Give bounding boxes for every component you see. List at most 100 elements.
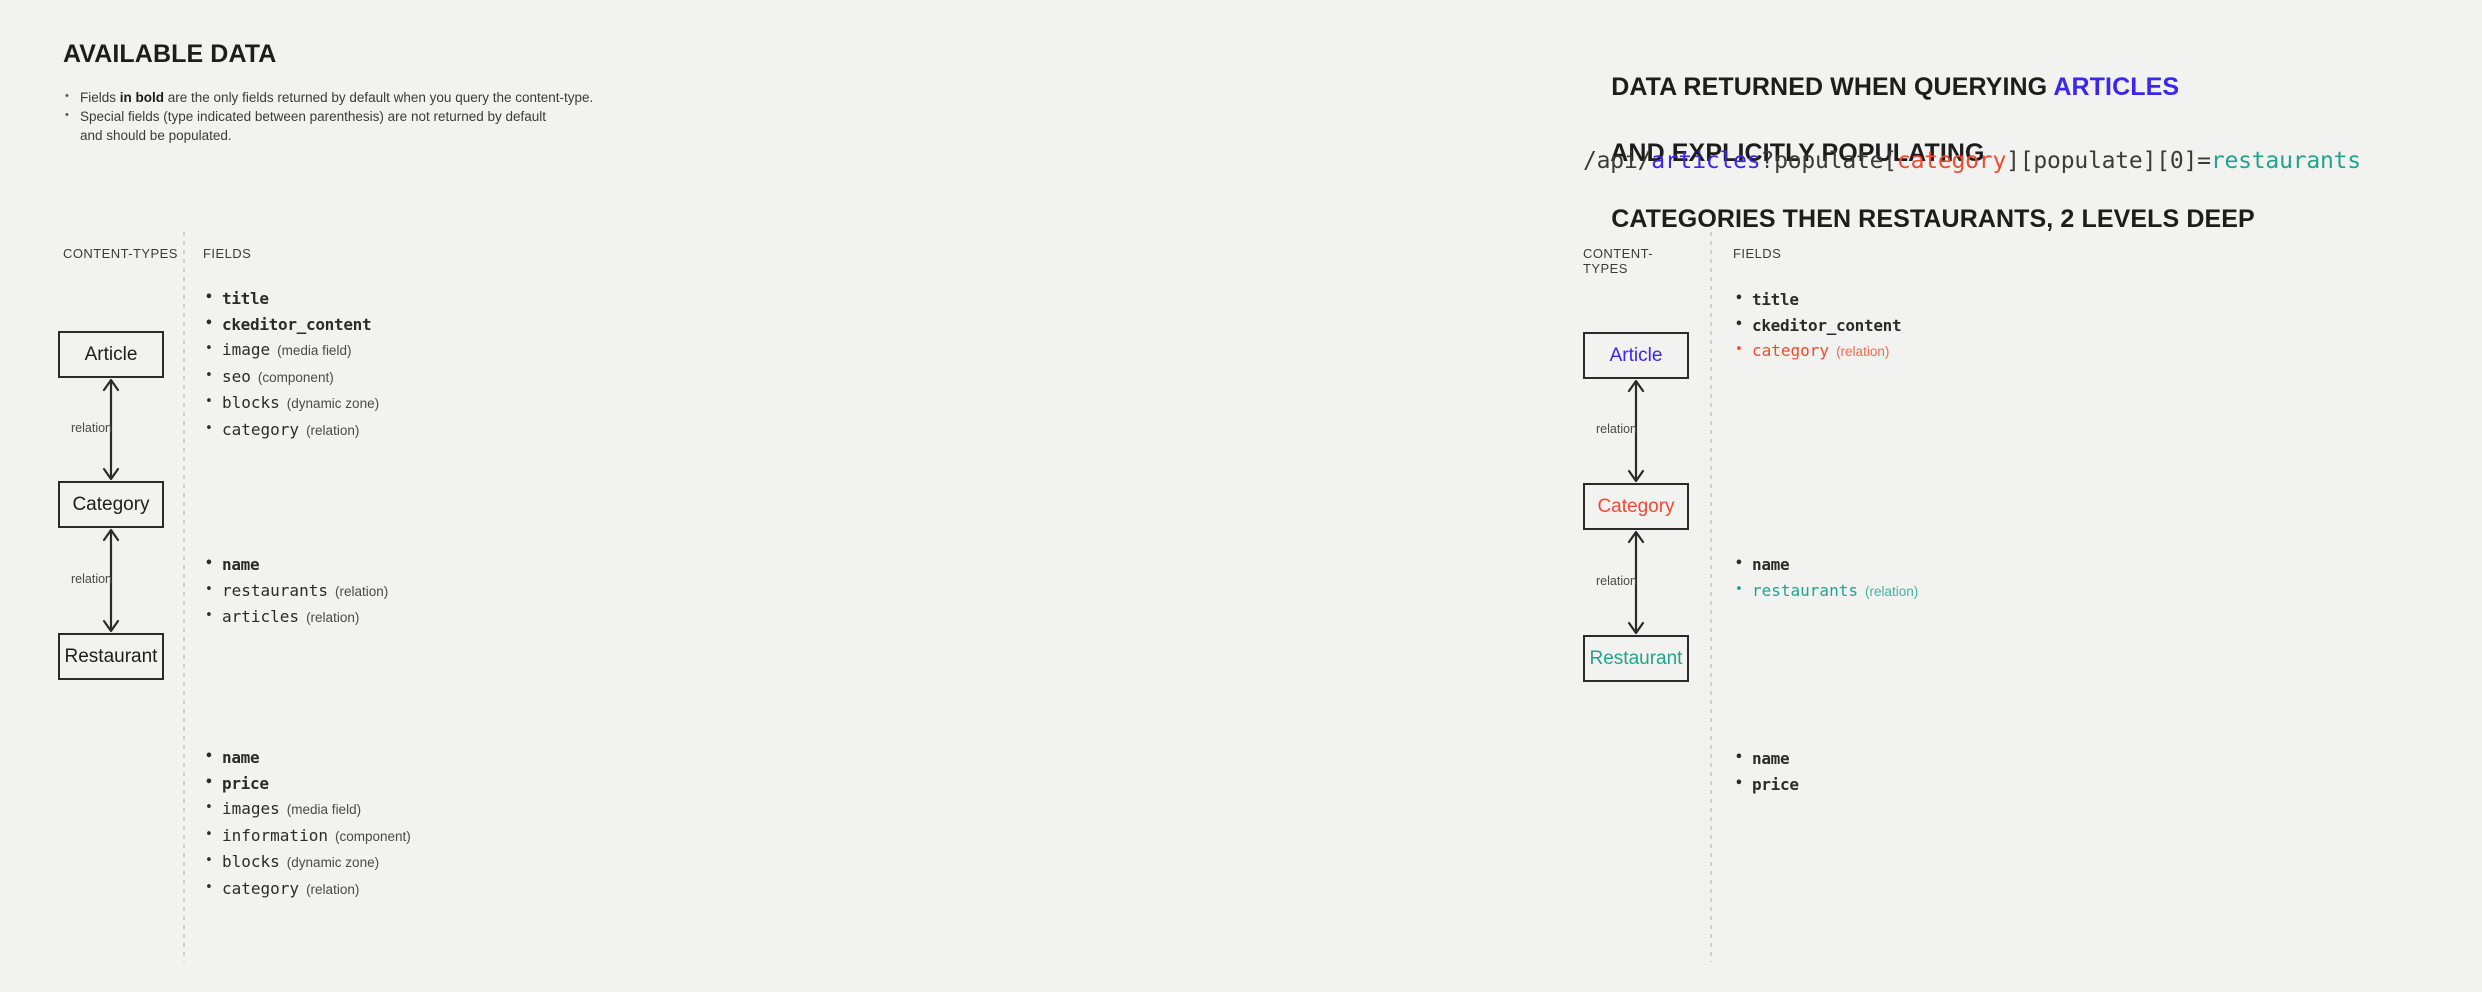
panel-query-articles: DATA RETURNED WHEN QUERYING ARTICLES AND… xyxy=(855,0,2361,992)
field-list-category: namerestaurants (relation) articles (relati… xyxy=(203,551,389,631)
field-name: ckeditor_content xyxy=(222,314,372,334)
entity-box-category[interactable]: Category xyxy=(1583,483,1689,530)
heading-highlight-articles: ARTICLES xyxy=(2053,73,2180,101)
field-name: articles xyxy=(222,607,300,626)
column-header-content-types: CONTENT-TYPES xyxy=(63,246,178,261)
field-name: title xyxy=(1752,290,1799,309)
entity-box-restaurant[interactable]: Restaurant xyxy=(58,633,164,680)
relation-arrow xyxy=(1624,379,1648,483)
field-name: blocks xyxy=(222,393,280,412)
field-name: price xyxy=(222,773,269,793)
url-segment-3: category xyxy=(1896,148,2007,174)
relation-label: relation xyxy=(1596,422,1637,436)
url-segment-0: /api/ xyxy=(1583,148,1652,174)
field-name: name xyxy=(222,748,260,767)
field-item: image(media field) xyxy=(203,336,379,364)
field-name: restaurants xyxy=(1752,580,1858,600)
field-item: blocks (dynamic zone) xyxy=(203,848,411,876)
column-divider xyxy=(1710,232,1712,962)
field-name: price xyxy=(1752,774,1799,794)
field-type: (media field) xyxy=(286,802,362,817)
entity-box-restaurant[interactable]: Restaurant xyxy=(1583,635,1689,682)
field-type: (relation) xyxy=(306,422,360,438)
url-segment-2: ?populate[ xyxy=(1760,148,1897,174)
field-name: category xyxy=(222,878,300,898)
legend-note-bold: Fields in bold are the only fields retur… xyxy=(63,87,683,107)
relation-label: relation xyxy=(71,420,112,435)
field-item: seo (component) xyxy=(203,363,379,391)
legend-note-special: Special fields (type indicated between p… xyxy=(63,106,683,145)
field-item: price xyxy=(1733,771,1799,798)
field-name: seo xyxy=(222,366,251,386)
panel-query-categories: DATA RETURNED WHEN QUERYING CATEGORIES A… xyxy=(1620,0,2482,992)
field-item: title xyxy=(203,285,379,312)
field-name: name xyxy=(1752,749,1790,768)
legend-notes: Fields in bold are the only fields retur… xyxy=(63,87,683,145)
field-type: (dynamic zone) xyxy=(286,396,380,411)
column-header-fields: FIELDS xyxy=(1733,246,1782,261)
url-segment-5: restaurants xyxy=(2210,148,2361,174)
heading-line-2: AND EXPLICITLY POPULATING xyxy=(1610,139,1985,167)
legend-bold-term: in bold xyxy=(119,90,165,105)
relation-arrow xyxy=(99,378,123,481)
field-name: restaurants xyxy=(222,580,328,600)
field-item: name xyxy=(203,744,411,771)
column-divider xyxy=(183,232,185,962)
panel-available-data: AVAILABLE DATA Fields in bold are the on… xyxy=(0,0,855,992)
field-item: category(relation) xyxy=(203,416,379,444)
entity-label: Restaurant xyxy=(64,645,158,667)
field-type: (relation) xyxy=(1864,583,1919,599)
field-name: blocks xyxy=(222,852,280,871)
field-name: ckeditor_content xyxy=(1752,315,1902,335)
entity-box-article[interactable]: Article xyxy=(1583,332,1689,379)
entity-label: Article xyxy=(1609,344,1663,366)
relation-label: relation xyxy=(71,571,112,586)
relation-label: relation xyxy=(1596,573,1637,588)
entity-label: Article xyxy=(84,343,138,365)
field-list-category: name restaurants (relation) xyxy=(1733,551,1919,605)
field-item: name xyxy=(1733,745,1799,772)
entity-label: Category xyxy=(1597,495,1675,517)
field-type: (dynamic zone) xyxy=(286,855,380,870)
field-type: (relation) xyxy=(306,881,360,897)
field-item: title xyxy=(1733,286,1901,313)
field-list-restaurant: name priceimages(media field)information (… xyxy=(203,744,411,902)
field-name: title xyxy=(222,289,269,308)
page-title: DATA RETURNED WHEN QUERYING ARTICLES AND… xyxy=(1583,38,2255,269)
field-item: blocks (dynamic zone) xyxy=(203,389,380,417)
field-type: (relation) xyxy=(1836,344,1890,359)
field-name: information xyxy=(222,825,328,845)
field-type: (component) xyxy=(334,828,411,844)
field-item: information (component) xyxy=(203,822,411,850)
column-header-fields: FIELDS xyxy=(203,246,252,261)
column-header-content-types: CONTENT-TYPES xyxy=(1583,246,1654,276)
field-list-restaurant: name price xyxy=(1733,745,1799,798)
entity-box-article[interactable]: Article xyxy=(58,331,164,378)
field-item: name xyxy=(203,551,388,578)
field-name: name xyxy=(1752,555,1790,574)
field-name: category xyxy=(1752,341,1830,360)
field-item: restaurants (relation) xyxy=(203,577,389,605)
field-item: articles (relation) xyxy=(203,603,388,631)
entity-label: Category xyxy=(72,493,150,515)
entity-label: Restaurant xyxy=(1589,647,1683,669)
field-item: category (relation) xyxy=(1733,337,1901,365)
entity-box-category[interactable]: Category xyxy=(58,481,164,528)
field-type: (relation) xyxy=(334,583,389,599)
heading-line-3: CATEGORIES THEN RESTAURANTS, 2 LEVELS DE… xyxy=(1611,205,2255,233)
relation-arrow xyxy=(1624,530,1648,635)
page-title: AVAILABLE DATA xyxy=(63,40,277,68)
field-name: image xyxy=(222,340,271,359)
heading-line-1-prefix: DATA RETURNED WHEN QUERYING xyxy=(1611,73,2054,101)
field-item: ckeditor_content xyxy=(1733,312,1902,339)
field-item: restaurants (relation) xyxy=(1733,577,1919,605)
api-url: /api/articles?populate[category][populat… xyxy=(1583,148,2361,174)
field-type: (relation) xyxy=(306,610,360,625)
url-segment-1: articles xyxy=(1651,148,1761,174)
field-item: images(media field) xyxy=(203,795,411,823)
url-segment-4: ][populate][0]= xyxy=(2006,148,2211,174)
field-type: (component) xyxy=(257,369,334,385)
field-list-article: title ckeditor_contentimage(media field)s… xyxy=(203,285,380,444)
field-item: name xyxy=(1733,551,1918,578)
field-list-article: title ckeditor_content category (relation) xyxy=(1733,286,1902,365)
